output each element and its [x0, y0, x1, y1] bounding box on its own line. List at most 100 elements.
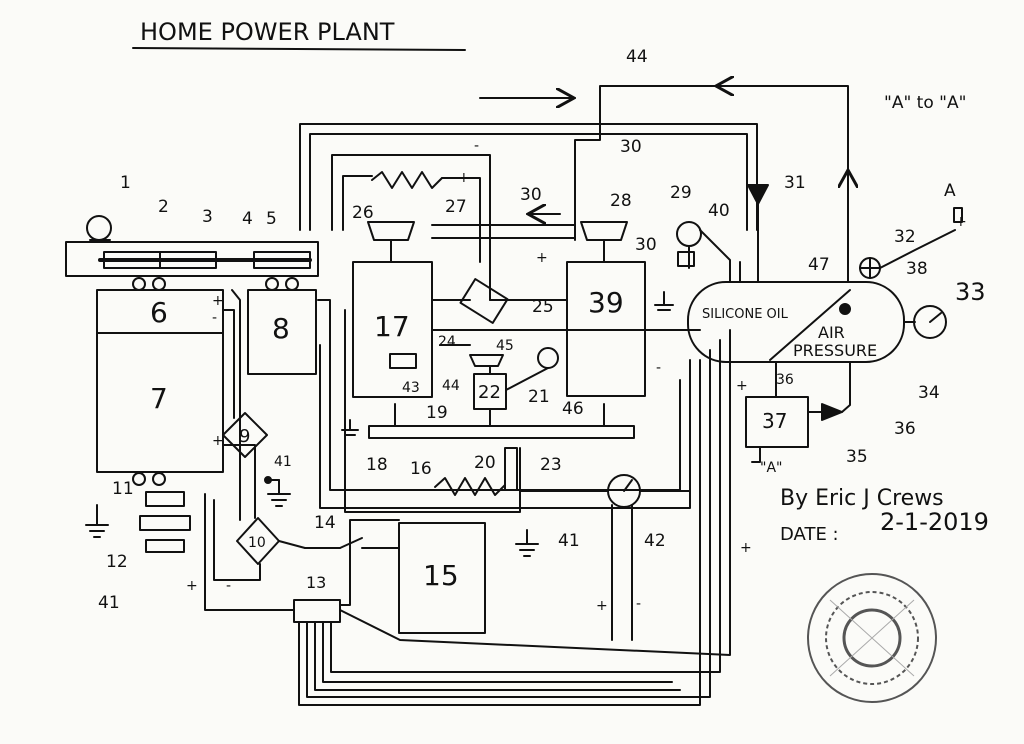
polarity-minus-27: -	[474, 138, 479, 154]
shaft-housing	[65, 241, 319, 277]
callout-28: 28	[610, 191, 632, 211]
gauge-33-needle	[929, 312, 942, 323]
label-block-37: 37	[762, 409, 787, 433]
polarity-minus-42: -	[636, 596, 641, 612]
terminal-a-bottom-label: "A"	[760, 460, 782, 476]
callout-3: 3	[202, 207, 213, 227]
terminal-a-top	[953, 207, 963, 223]
callout-16: 16	[410, 459, 432, 479]
part-45	[469, 354, 504, 367]
label-block-6: 6	[150, 296, 168, 329]
check-valve-35	[821, 403, 843, 421]
callout-1: 1	[120, 173, 131, 193]
pipe-tank-35	[841, 361, 851, 413]
callout-43: 43	[402, 380, 420, 396]
part-30-valve	[677, 251, 695, 267]
callout-30-right: 30	[635, 235, 657, 255]
callout-33: 33	[955, 278, 986, 306]
callout-41-lower: 41	[558, 531, 580, 551]
callout-36-a: 36	[776, 372, 794, 388]
resistor-16	[434, 477, 506, 496]
polarity-plus-a: +	[955, 214, 967, 230]
part-11	[145, 491, 185, 507]
callout-44-top: 44	[626, 47, 648, 67]
polarity-minus-39: -	[656, 360, 661, 376]
callout-14: 14	[314, 513, 336, 533]
tank-separator	[769, 289, 851, 361]
wire-32-a	[879, 229, 956, 269]
callout-45: 45	[496, 338, 514, 354]
roller-7b	[152, 472, 166, 486]
callout-38: 38	[906, 259, 928, 279]
pulley-26	[367, 221, 415, 241]
block-8	[247, 289, 317, 375]
pipe-44	[574, 85, 849, 283]
label-block-10: 10	[248, 535, 266, 551]
roller-8b	[285, 277, 299, 291]
label-block-13: 13	[306, 573, 326, 592]
tank-air-label: AIR	[818, 323, 845, 342]
callout-26: 26	[352, 203, 374, 223]
label-block-15: 15	[423, 559, 459, 592]
callout-31: 31	[784, 173, 806, 193]
callout-21: 21	[528, 387, 550, 407]
polarity-minus-13: -	[226, 578, 231, 594]
callout-19: 19	[426, 403, 448, 423]
part-29	[676, 221, 702, 247]
wire-13-bundle-4	[322, 621, 673, 683]
polarity-plus-42: +	[596, 598, 608, 614]
callout-23: 23	[540, 455, 562, 475]
callout-42: 42	[644, 531, 666, 551]
label-block-9: 9	[239, 426, 250, 447]
pipe-30-outer	[299, 123, 758, 231]
callout-5: 5	[266, 209, 277, 229]
resistor-27	[371, 171, 443, 189]
ground-39	[654, 291, 674, 311]
wire-13-bundle-5	[330, 339, 721, 673]
wire-13-bundle-1	[298, 359, 701, 706]
callout-4: 4	[242, 209, 253, 229]
polarity-minus-6: -	[212, 310, 217, 326]
polarity-plus-6: +	[212, 293, 224, 309]
roller-7a	[132, 472, 146, 486]
ground-41-lower	[515, 529, 539, 557]
wire-27-right	[441, 177, 481, 263]
diamond-10	[236, 517, 280, 565]
roller-8a	[265, 277, 279, 291]
callout-35: 35	[846, 447, 868, 467]
roller-6a	[132, 277, 146, 291]
callout-24: 24	[438, 334, 456, 350]
wire-22-46	[505, 367, 549, 391]
wire-13-bundle-6	[339, 329, 731, 656]
polarity-plus-right: +	[740, 540, 752, 556]
label-block-17: 17	[374, 310, 410, 343]
part-1-circle	[86, 215, 112, 241]
wire-7-10	[222, 444, 256, 519]
callout-30-top: 30	[620, 137, 642, 157]
label-block-22: 22	[478, 382, 501, 403]
part-20	[504, 447, 518, 491]
label-block-39: 39	[588, 286, 624, 319]
part-12-top	[139, 515, 191, 531]
wire-13-left	[204, 493, 295, 611]
ground-41-left	[85, 504, 109, 538]
block-13	[293, 599, 341, 623]
tank-pressure-label: PRESSURE	[793, 341, 877, 360]
callout-36-b: 36	[894, 419, 916, 439]
label-block-7: 7	[150, 382, 168, 415]
callout-34: 34	[918, 383, 940, 403]
callout-41-left: 41	[98, 593, 120, 613]
polarity-plus-39: +	[536, 250, 548, 266]
wire-13-10	[213, 499, 261, 581]
title-underline	[132, 47, 466, 51]
callout-40: 40	[708, 201, 730, 221]
wire-13-bundle-3	[314, 621, 681, 691]
note-a-to-a: "A" to "A"	[884, 93, 966, 113]
callout-27: 27	[445, 197, 467, 217]
polarity-plus-7: +	[212, 433, 224, 449]
wire-frame-a	[317, 299, 681, 491]
callout-30-mid: 30	[520, 185, 542, 205]
polarity-plus-27: +	[458, 170, 470, 186]
